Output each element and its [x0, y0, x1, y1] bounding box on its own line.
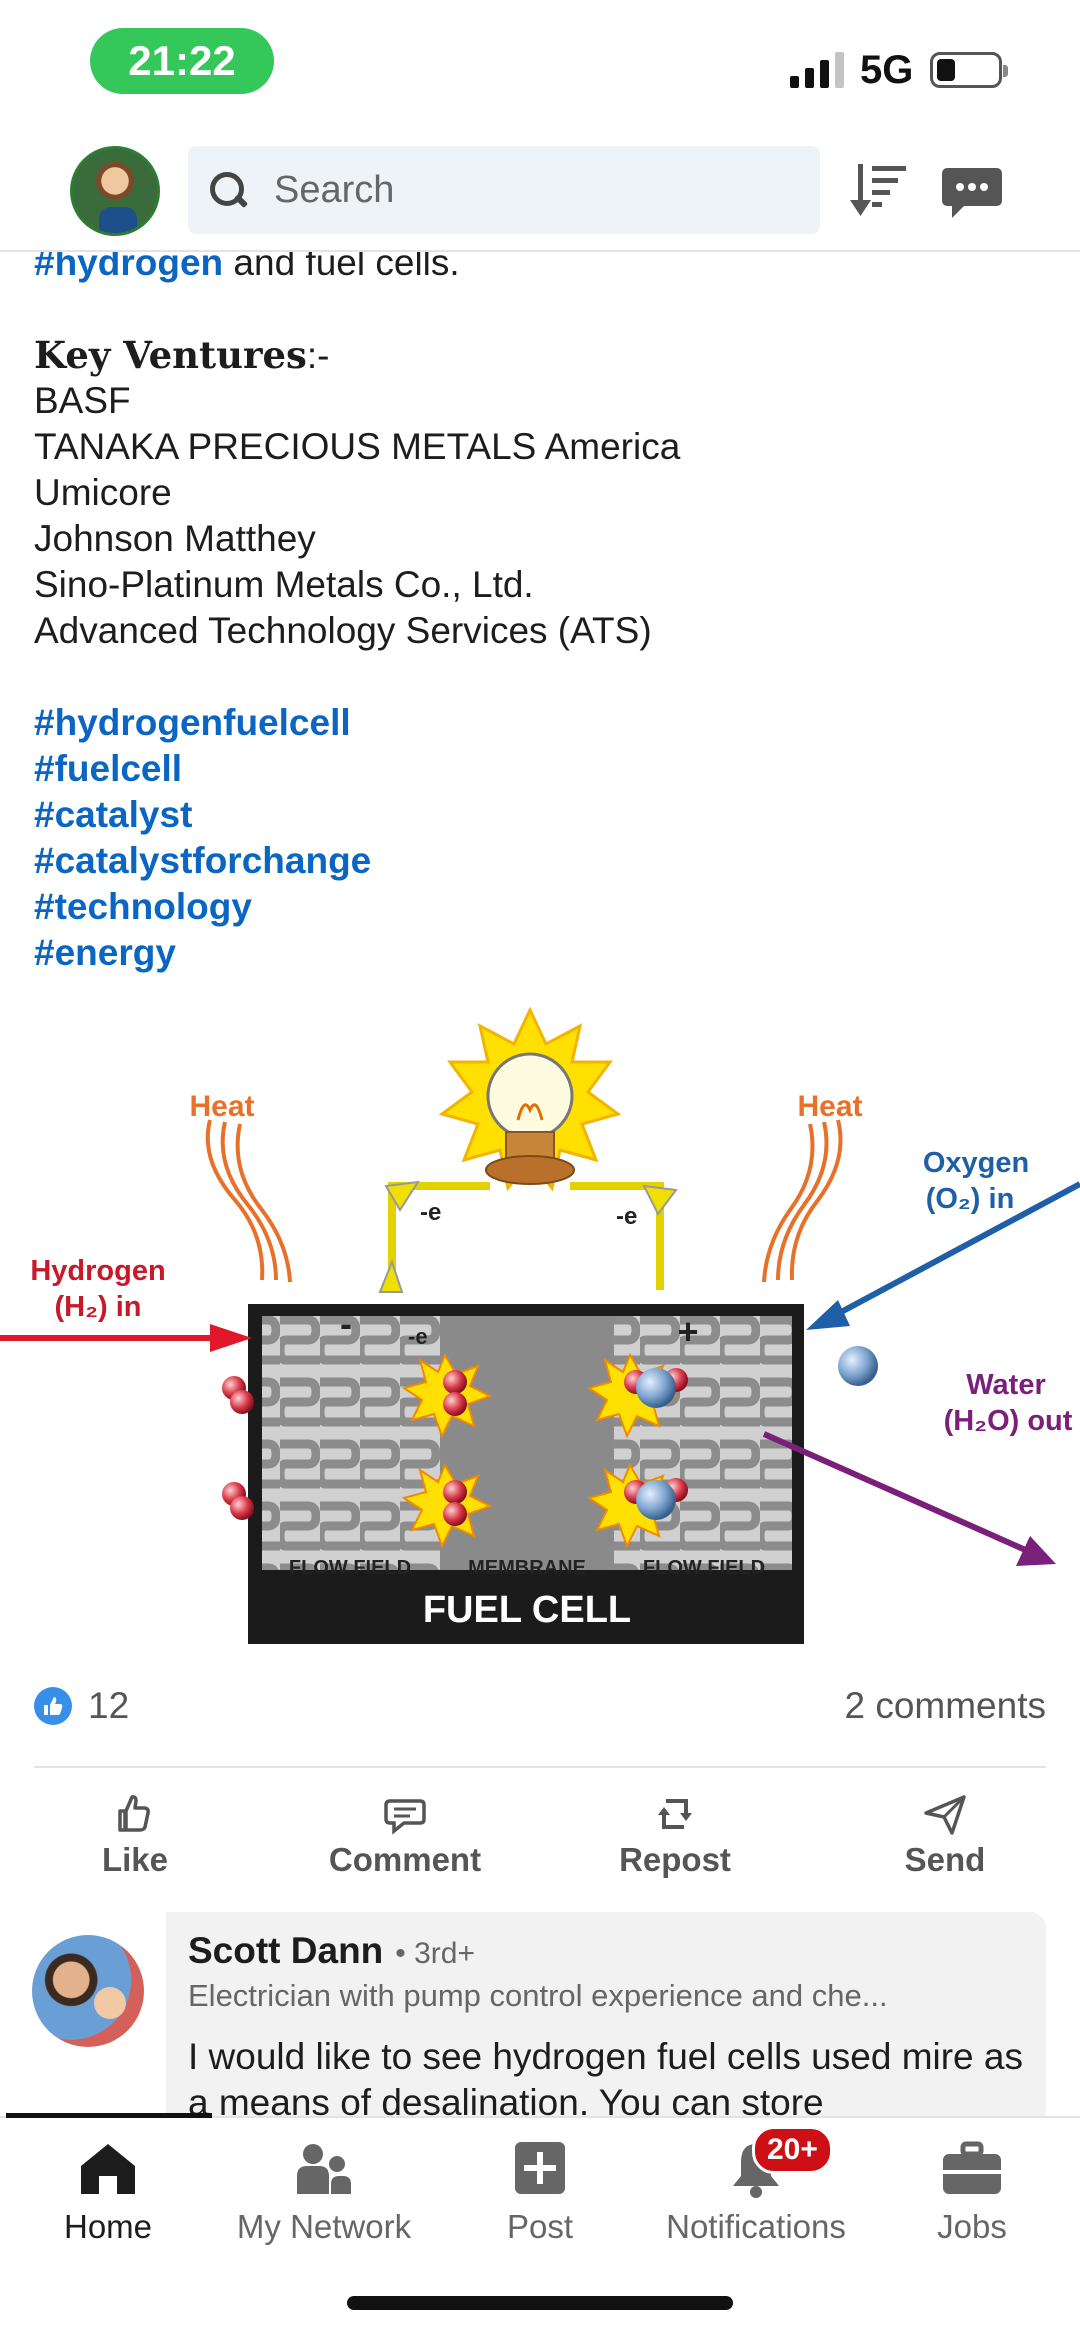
light-bulb-icon	[438, 1006, 622, 1192]
like-reaction-icon	[34, 1687, 72, 1725]
fuel-cell-diagram: Heat Heat -e -e - + -e	[0, 1006, 1080, 1644]
flow-field-right-label: FLOW FIELD	[643, 1557, 765, 1579]
network-type: 5G	[860, 48, 914, 92]
water-arrow	[762, 1431, 1056, 1566]
nav-my-network[interactable]: My Network	[216, 2118, 432, 2268]
reactions-row: 12 2 comments	[34, 1676, 1046, 1736]
nav-jobs[interactable]: Jobs	[864, 2118, 1080, 2268]
nav-post[interactable]: Post	[432, 2118, 648, 2268]
sort-icon[interactable]	[850, 160, 910, 220]
nav-notifications-label: Notifications	[666, 2208, 846, 2245]
hydrogen-label: Hydrogen	[30, 1255, 165, 1287]
app-header: Search	[0, 130, 1080, 252]
anode-sign: -	[340, 1303, 352, 1344]
home-icon	[81, 2144, 135, 2194]
active-tab-indicator	[6, 2113, 212, 2118]
divider	[34, 1766, 1046, 1768]
key-ventures-heading: Key Ventures:-	[34, 332, 1054, 378]
electron-label: -e	[408, 1324, 428, 1349]
hashtag-link[interactable]: #energy	[34, 932, 176, 973]
heat-left-icon	[205, 1119, 292, 1283]
nav-jobs-label: Jobs	[937, 2208, 1007, 2245]
commenter-header: Scott Dann • 3rd+	[188, 1930, 1024, 1972]
status-bar: 21:22 5G	[0, 0, 1080, 130]
reaction-count: 12	[88, 1685, 130, 1726]
fuel-cell-title: FUEL CELL	[423, 1589, 631, 1631]
key-ventures-label: Key Ventures	[34, 333, 307, 377]
status-time: 21:22	[90, 28, 274, 94]
oxygen-label: (O₂) in	[926, 1183, 1015, 1215]
search-icon	[206, 168, 250, 212]
send-icon	[924, 1795, 966, 1835]
post-actions: Like Comment Repost Send	[0, 1780, 1080, 1890]
reaction-summary[interactable]: 12	[34, 1685, 129, 1727]
oxygen-label: Oxygen	[923, 1147, 1029, 1179]
electron-label: -e	[616, 1203, 637, 1230]
search-input[interactable]: Search	[188, 146, 820, 234]
water-label: (H₂O) out	[944, 1405, 1073, 1437]
heat-right-label: Heat	[797, 1090, 862, 1123]
profile-avatar[interactable]	[70, 146, 160, 236]
like-icon	[118, 1795, 150, 1832]
comment-label: Comment	[328, 1841, 482, 1878]
briefcase-icon	[943, 2141, 1001, 2194]
flow-field-left-label: FLOW FIELD	[289, 1557, 411, 1579]
post-text: #hydrogen and fuel cells. Key Ventures:-…	[34, 240, 1054, 976]
messaging-icon[interactable]	[940, 164, 1004, 220]
water-label: Water	[966, 1369, 1046, 1401]
commenter-headline: Electrician with pump control experience…	[188, 1978, 888, 2013]
heat-right-icon	[762, 1119, 843, 1283]
hashtag-link[interactable]: #technology	[34, 886, 252, 927]
nav-post-label: Post	[506, 2208, 574, 2245]
hashtag-link[interactable]: #catalystforchange	[34, 840, 372, 881]
hydrogen-label: (H₂) in	[55, 1291, 142, 1323]
send-label: Send	[904, 1841, 986, 1878]
electron-label: -e	[420, 1199, 441, 1226]
battery-icon	[930, 52, 1008, 88]
key-ventures-suffix: :-	[306, 335, 330, 376]
commenter-avatar[interactable]	[32, 1935, 144, 2047]
connection-degree: • 3rd+	[395, 1937, 475, 1970]
hydrogen-arrow	[0, 1324, 252, 1352]
repost-label: Repost	[619, 1841, 731, 1878]
nav-my-network-label: My Network	[236, 2208, 412, 2245]
comment-text: I would like to see hydrogen fuel cells …	[188, 2036, 1023, 2123]
venture-item: Advanced Technology Services (ATS)	[34, 610, 652, 651]
cathode-sign: +	[677, 1311, 698, 1352]
oxygen-arrow	[806, 1181, 1080, 1330]
nav-notifications[interactable]: 20+ Notifications	[648, 2118, 864, 2268]
signal-strength-icon	[790, 52, 844, 88]
post-image[interactable]: Heat Heat -e -e - + -e	[0, 1000, 1080, 1648]
commenter-name[interactable]: Scott Dann	[188, 1930, 384, 1971]
hashtag-link[interactable]: #hydrogenfuelcell	[34, 702, 351, 743]
comment-count-link[interactable]: 2 comments	[844, 1685, 1046, 1726]
notification-badge: 20+	[752, 2126, 833, 2174]
heat-left-label: Heat	[189, 1090, 254, 1123]
comment-bubble[interactable]: Scott Dann • 3rd+ Electrician with pump …	[166, 1912, 1046, 2132]
comment-icon	[384, 1799, 426, 1835]
search-placeholder: Search	[274, 168, 395, 211]
repost-button[interactable]: Repost	[540, 1780, 810, 1890]
nav-home-label: Home	[63, 2208, 153, 2245]
hashtag-link[interactable]: #fuelcell	[34, 748, 183, 789]
membrane-label: MEMBRANE	[468, 1557, 586, 1579]
venture-item: Umicore	[34, 472, 172, 513]
like-label: Like	[101, 1841, 169, 1878]
venture-item: BASF	[34, 380, 131, 421]
venture-item: Sino-Platinum Metals Co., Ltd.	[34, 564, 534, 605]
home-indicator[interactable]	[347, 2296, 733, 2310]
nav-home[interactable]: Home	[0, 2118, 216, 2268]
comment-button[interactable]: Comment	[270, 1780, 540, 1890]
venture-item: Johnson Matthey	[34, 518, 316, 559]
repost-icon	[658, 1799, 692, 1829]
send-button[interactable]: Send	[810, 1780, 1080, 1890]
venture-item: TANAKA PRECIOUS METALS America	[34, 426, 681, 467]
like-button[interactable]: Like	[0, 1780, 270, 1890]
reaction-burst	[401, 1352, 688, 1549]
post-plus-icon	[515, 2142, 565, 2194]
my-network-icon	[297, 2144, 351, 2194]
hashtag-link[interactable]: #catalyst	[34, 794, 193, 835]
